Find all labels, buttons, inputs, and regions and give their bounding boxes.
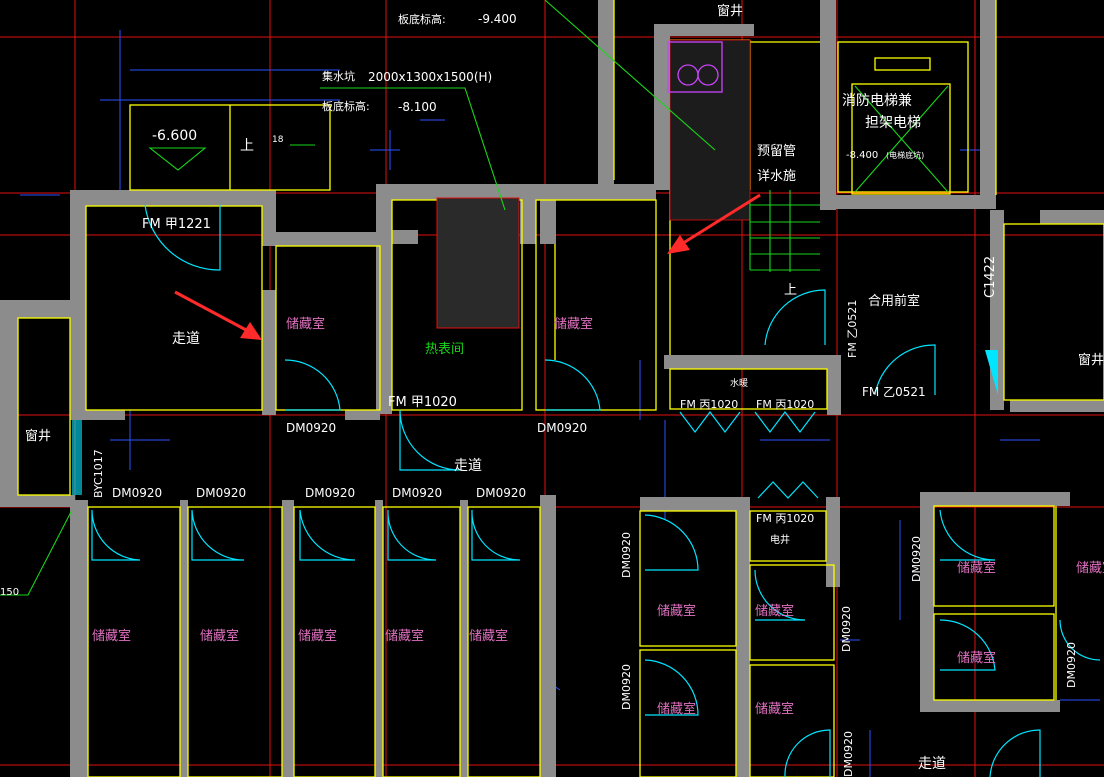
fm-yi0521-vertical: FM 乙0521 [846, 300, 859, 358]
window-well-left: 窗井 [25, 428, 51, 444]
reserve-pipe-line1: 预留管 [757, 144, 796, 159]
storage-right-2: 储藏室 [1076, 560, 1104, 576]
room-outlines [17, 0, 1104, 777]
door-swings [72, 204, 1101, 777]
elevator-elev: -8.400 [846, 150, 878, 161]
storage-row-5: 储藏室 [469, 628, 508, 644]
storage-mid-1: 储藏室 [657, 603, 696, 619]
dm0920-v2: DM0920 [620, 664, 633, 710]
window-well-top: 窗井 [717, 3, 743, 19]
stair-up-left: 上 [240, 138, 254, 154]
stairs [129, 104, 820, 272]
dm-row-4: DM0920 [392, 486, 442, 500]
storage-row-3: 储藏室 [298, 628, 337, 644]
pit-elev-value: -8.100 [398, 100, 437, 114]
storage-row-4: 储藏室 [385, 628, 424, 644]
dm0920-v3: DM0920 [840, 606, 853, 652]
dm0920-b: DM0920 [537, 421, 587, 435]
storage-mid-2: 储藏室 [755, 603, 794, 619]
dm0920-v1: DM0920 [620, 532, 633, 578]
labels: 板底标高: -9.400 窗井 集水坑 2000x1300x1500(H) 板底… [0, 3, 1104, 777]
storage-right-3: 储藏室 [957, 650, 996, 666]
level-mark: -6.600 [152, 128, 197, 144]
storage-mid-4: 储藏室 [755, 701, 794, 717]
fire-elevator-line2: 担架电梯 [865, 115, 921, 131]
window-well-right: 窗井 [1078, 352, 1104, 368]
dm-row-3: DM0920 [305, 486, 355, 500]
dm0920-v6: DM0920 [1065, 642, 1078, 688]
pit-size: 2000x1300x1500(H) [368, 70, 492, 84]
storage-right-1: 储藏室 [957, 560, 996, 576]
elevator-note: (电梯底坑) [886, 150, 924, 160]
dm-row-5: DM0920 [476, 486, 526, 500]
fm-bing1020-a: FM 丙1020 [680, 398, 738, 411]
dm0920-a: DM0920 [286, 421, 336, 435]
storage-row-1: 储藏室 [92, 628, 131, 644]
fm-bing1020-b: FM 丙1020 [756, 398, 814, 411]
elevator-pit [667, 41, 949, 193]
storage-label-1: 储藏室 [286, 316, 325, 332]
annotation-arrows [174, 193, 761, 340]
common-front-room: 合用前室 [868, 293, 920, 309]
storage-row-2: 储藏室 [200, 628, 239, 644]
stair-up-right: 上 [784, 283, 797, 298]
c1422-label: C1422 [983, 256, 998, 298]
door-fm1221: FM 甲1221 [142, 217, 211, 232]
pit-label: 集水坑 [322, 69, 355, 83]
shaft-hatches [436, 39, 751, 329]
storage-label-2: 储藏室 [554, 316, 593, 332]
water-shaft-label: 水暖 [730, 377, 748, 389]
edge-150: 150 [0, 587, 19, 598]
top-elev-label: 板底标高: [398, 12, 446, 26]
corridor-label-3: 走道 [918, 756, 946, 772]
corridor-label-1: 走道 [172, 331, 200, 347]
dm-row-2: DM0920 [196, 486, 246, 500]
dm0920-v4: DM0920 [842, 731, 855, 777]
heat-meter-room: 热表间 [425, 342, 464, 357]
pit-elev-label: 板底标高: [322, 99, 370, 113]
corridor-label-2: 走道 [454, 458, 482, 474]
fm-yi0521-horizontal: FM 乙0521 [862, 385, 926, 399]
storage-mid-3: 储藏室 [657, 701, 696, 717]
fm-jia1020: FM 甲1020 [388, 395, 457, 410]
byc1017-label: BYC1017 [92, 449, 105, 498]
electric-shaft: 电井 [770, 533, 790, 546]
dm-row-1: DM0920 [112, 486, 162, 500]
stair-count: 18 [272, 135, 284, 145]
reserve-pipe-line2: 详水施 [757, 169, 796, 184]
leader-lines [0, 0, 998, 596]
dm0920-v5: DM0920 [910, 536, 923, 582]
fm-bing1020-c: FM 丙1020 [756, 512, 814, 525]
top-elev-value: -9.400 [478, 12, 517, 26]
fire-elevator-line1: 消防电梯兼 [842, 93, 912, 109]
